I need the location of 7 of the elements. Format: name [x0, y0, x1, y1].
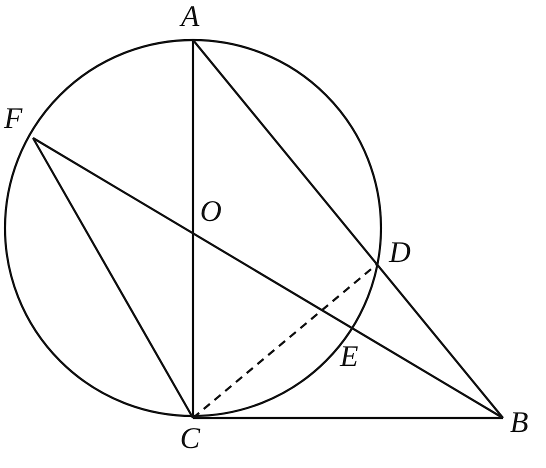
point-label: F: [4, 104, 22, 134]
point-label: D: [389, 238, 411, 268]
point-label: B: [510, 408, 528, 438]
point-label: A: [181, 2, 200, 32]
point-label: C: [180, 424, 200, 454]
point-label: O: [200, 197, 222, 227]
point-label: E: [340, 342, 358, 372]
